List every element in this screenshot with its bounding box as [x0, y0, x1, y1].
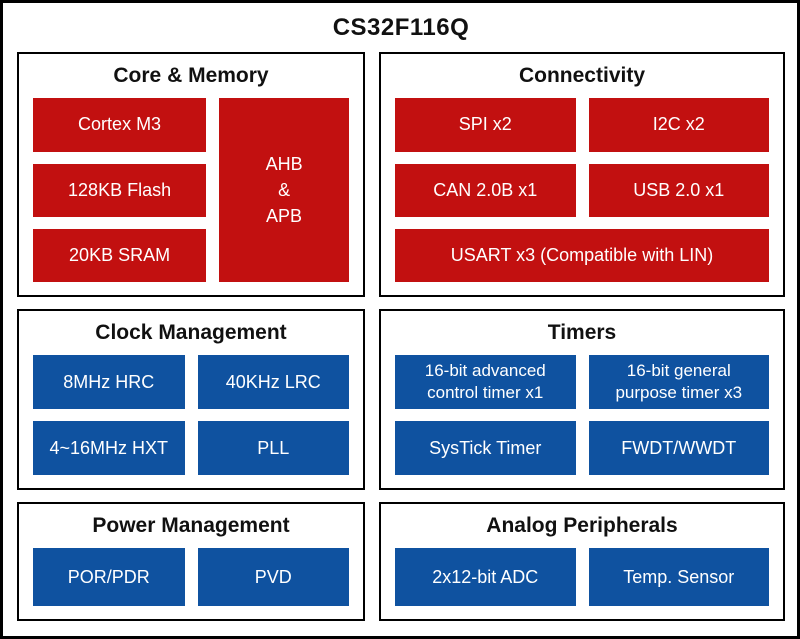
block-sram: 20KB SRAM	[33, 228, 207, 282]
block-i2c: I2C x2	[588, 98, 769, 152]
core-memory-blocks: Cortex M3 AHB & APB 128KB Flash 20KB SRA…	[33, 98, 349, 282]
chip-title: CS32F116Q	[332, 13, 470, 41]
block-adc: 2x12-bit ADC	[395, 548, 576, 606]
block-usb: USB 2.0 x1	[588, 163, 769, 217]
section-title-power-management: Power Management	[92, 514, 290, 537]
block-pvd: PVD	[197, 548, 349, 606]
block-pll: PLL	[197, 421, 349, 475]
section-core-memory: Core & Memory Cortex M3 AHB & APB 128KB …	[17, 52, 365, 297]
section-title-analog-peripherals: Analog Peripherals	[486, 514, 678, 537]
block-general-timer: 16-bit general purpose timer x3	[588, 355, 769, 410]
block-advanced-timer: 16-bit advanced control timer x1	[395, 355, 576, 410]
block-lrc: 40KHz LRC	[197, 355, 349, 410]
block-usart: USART x3 (Compatible with LIN)	[395, 228, 769, 282]
block-cortex-m3: Cortex M3	[33, 98, 207, 152]
sections-grid: Core & Memory Cortex M3 AHB & APB 128KB …	[17, 52, 785, 622]
block-systick: SysTick Timer	[395, 421, 576, 475]
block-can: CAN 2.0B x1	[395, 163, 576, 217]
block-ahb-apb: AHB & APB	[219, 98, 349, 282]
block-hrc: 8MHz HRC	[33, 355, 185, 410]
block-temp-sensor: Temp. Sensor	[588, 548, 769, 606]
section-title-core-memory: Core & Memory	[113, 64, 269, 87]
section-analog-peripherals: Analog Peripherals 2x12-bit ADC Temp. Se…	[379, 502, 785, 621]
block-flash: 128KB Flash	[33, 163, 207, 217]
section-connectivity: Connectivity SPI x2 I2C x2 CAN 2.0B x1 U…	[379, 52, 785, 297]
connectivity-blocks: SPI x2 I2C x2 CAN 2.0B x1 USB 2.0 x1 USA…	[395, 98, 769, 282]
clock-management-blocks: 8MHz HRC 40KHz LRC 4~16MHz HXT PLL	[33, 355, 349, 475]
power-management-blocks: POR/PDR PVD	[33, 548, 349, 606]
block-spi: SPI x2	[395, 98, 576, 152]
timers-blocks: 16-bit advanced control timer x1 16-bit …	[395, 355, 769, 475]
section-clock-management: Clock Management 8MHz HRC 40KHz LRC 4~16…	[17, 309, 365, 490]
section-power-management: Power Management POR/PDR PVD	[17, 502, 365, 621]
section-title-connectivity: Connectivity	[518, 64, 646, 87]
section-timers: Timers 16-bit advanced control timer x1 …	[379, 309, 785, 490]
section-title-clock-management: Clock Management	[95, 321, 287, 344]
analog-peripherals-blocks: 2x12-bit ADC Temp. Sensor	[395, 548, 769, 606]
block-hxt: 4~16MHz HXT	[33, 421, 185, 475]
block-watchdog: FWDT/WWDT	[588, 421, 769, 475]
section-title-timers: Timers	[547, 321, 617, 344]
block-por-pdr: POR/PDR	[33, 548, 185, 606]
